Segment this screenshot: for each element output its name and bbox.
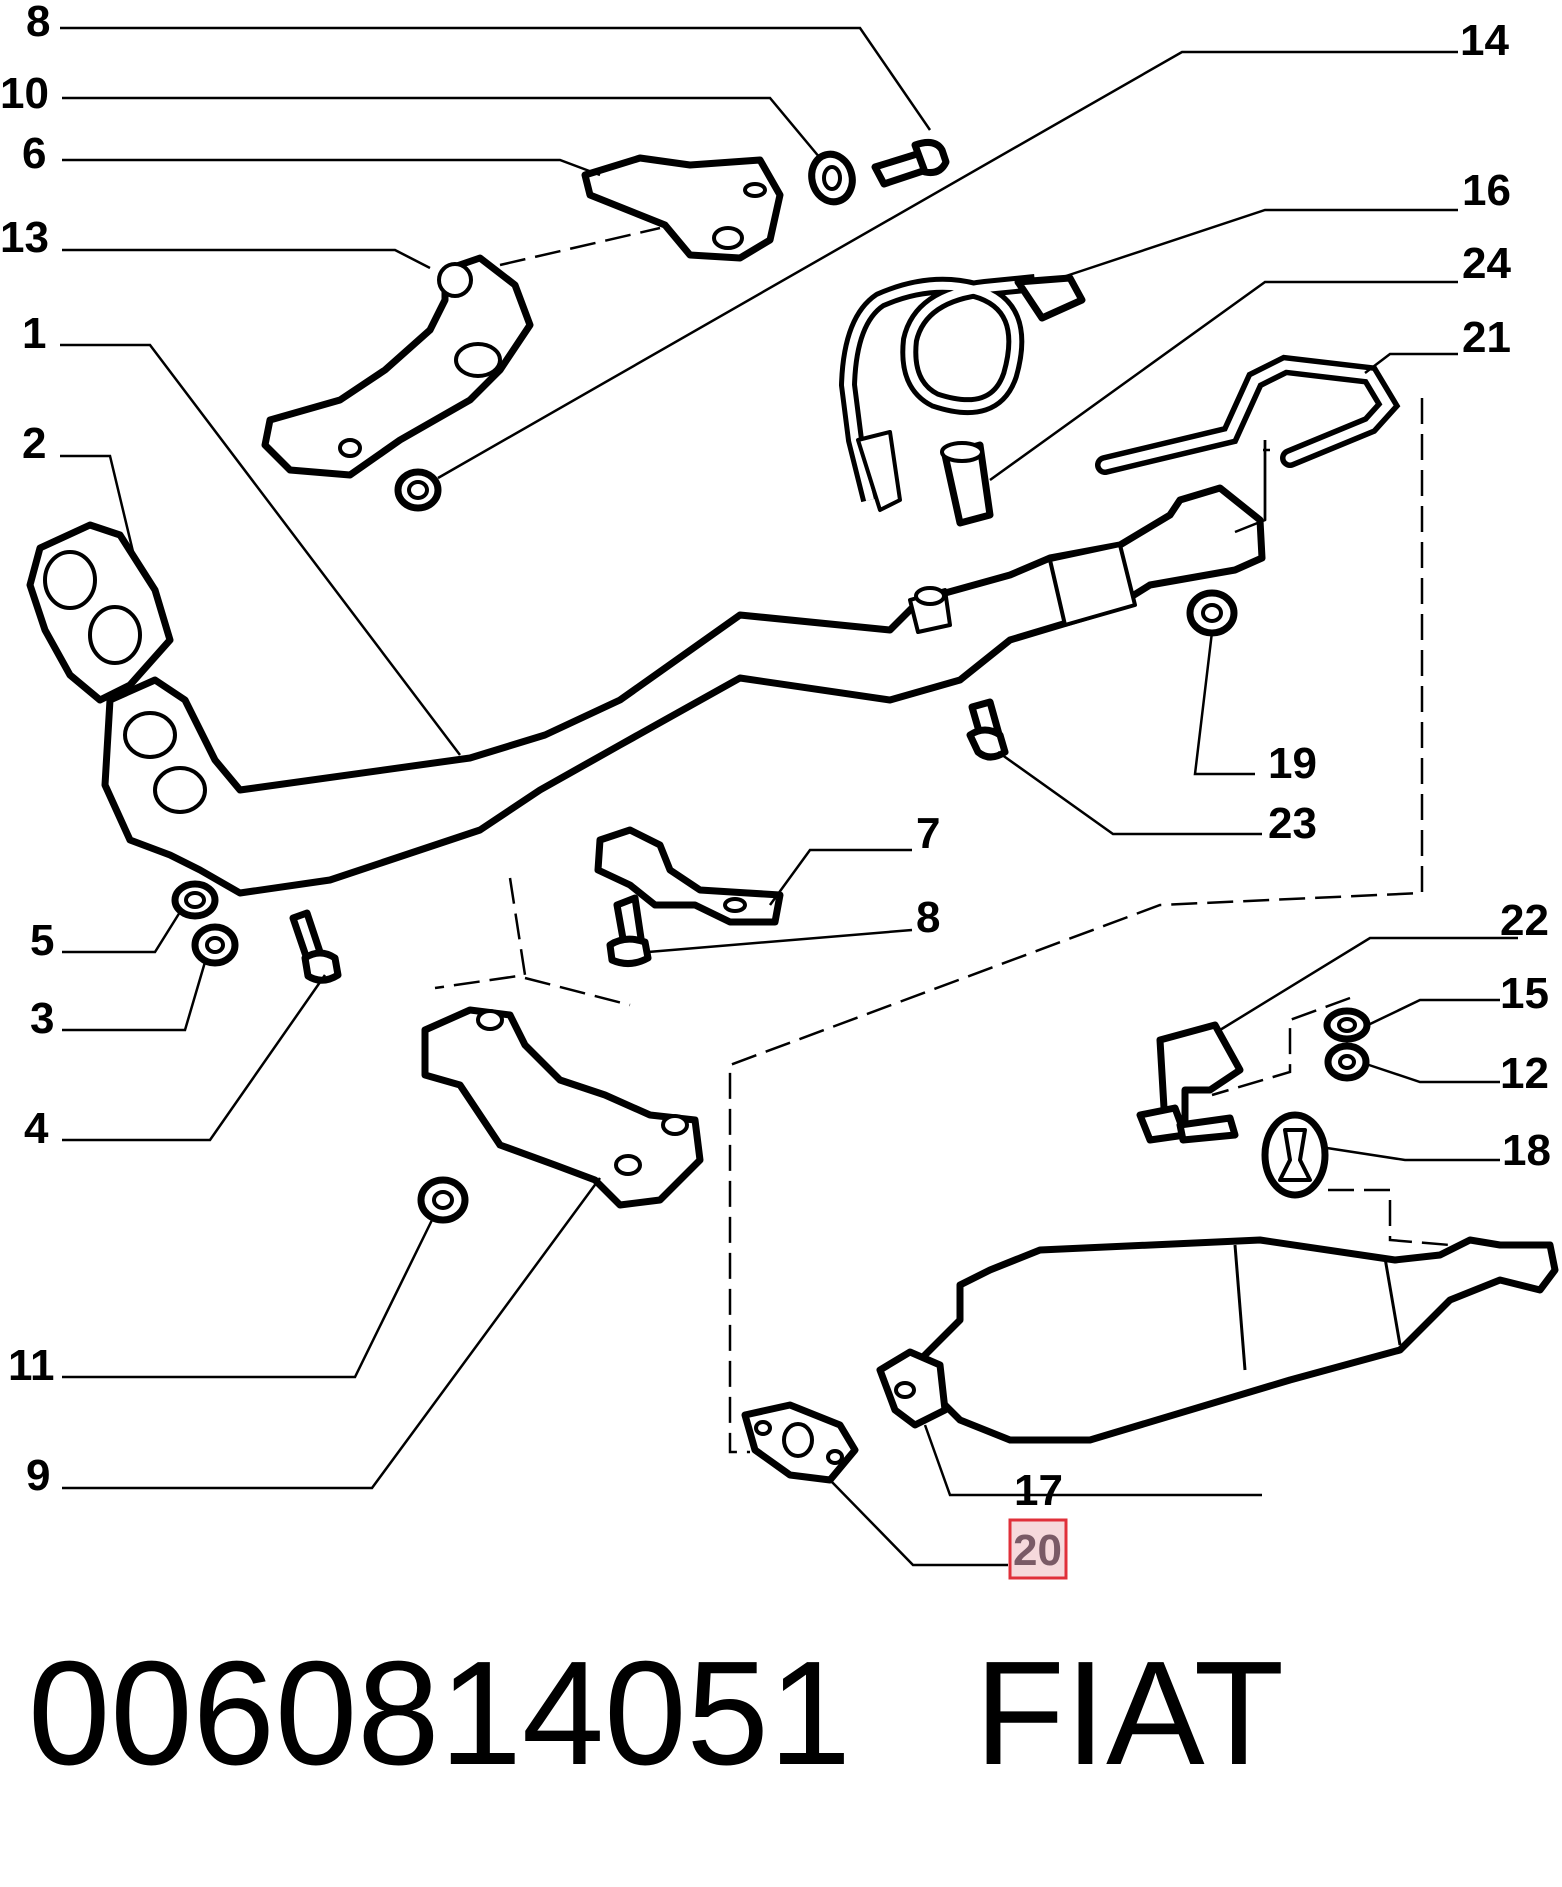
part-number-caption: 0060814051 FIAT <box>28 1640 1284 1788</box>
callout-15: 15 <box>1500 969 1549 1018</box>
callout-12: 12 <box>1500 1049 1549 1098</box>
hanger-bracket-13 <box>261 254 534 479</box>
callout-5: 5 <box>30 916 54 965</box>
callout-19: 19 <box>1268 739 1317 788</box>
stud-23 <box>966 698 1009 761</box>
leader-lines <box>60 26 1518 1567</box>
washer-15 <box>1323 1007 1371 1043</box>
washer-5 <box>171 880 219 920</box>
callout-1: 1 <box>22 309 46 358</box>
callout-8-top: 8 <box>26 0 50 46</box>
ring-14 <box>394 468 442 512</box>
callout-13: 13 <box>0 213 49 262</box>
dashed-guides <box>434 226 1451 1454</box>
nut-12 <box>1324 1042 1370 1082</box>
callout-22: 22 <box>1500 896 1549 945</box>
callout-24: 24 <box>1462 239 1511 288</box>
hanger-22 <box>1136 1021 1244 1144</box>
callout-17: 17 <box>1014 1466 1063 1515</box>
callout-20: 20 <box>1013 1526 1062 1575</box>
nut-11 <box>417 1176 469 1224</box>
nut-3 <box>191 923 239 967</box>
callout-10: 10 <box>0 69 49 118</box>
callout-14: 14 <box>1460 16 1509 65</box>
part-number: 0060814051 <box>28 1631 852 1796</box>
lambda-sensor-16 <box>838 274 1086 512</box>
support-bracket-9 <box>421 1006 704 1209</box>
callout-16: 16 <box>1462 166 1511 215</box>
callout-4: 4 <box>24 1104 49 1153</box>
tube-21 <box>1095 354 1401 475</box>
callout-11: 11 <box>8 1341 55 1390</box>
callout-3: 3 <box>30 994 54 1043</box>
callout-7: 7 <box>916 809 940 858</box>
bolt-8-top <box>871 138 950 188</box>
washer-10 <box>808 150 856 206</box>
callout-8-mid: 8 <box>916 893 940 942</box>
callout-2: 2 <box>22 419 46 468</box>
catalytic-converter-17 <box>876 1236 1559 1444</box>
callout-21: 21 <box>1462 313 1511 362</box>
callout-23: 23 <box>1268 799 1317 848</box>
bracket-6 <box>581 154 784 262</box>
callout-9: 9 <box>26 1451 50 1500</box>
nut-19 <box>1186 589 1238 637</box>
callout-6: 6 <box>22 129 46 178</box>
rubber-mount-18 <box>1261 1111 1329 1199</box>
sleeve-24 <box>940 441 994 527</box>
stud-bolt-4 <box>289 909 342 984</box>
bolt-8-mid <box>606 894 652 967</box>
callout-18: 18 <box>1502 1126 1551 1175</box>
front-pipe-1 <box>101 484 1266 897</box>
highlight-box-20 <box>1008 1518 1068 1580</box>
callout-numbers: 8 10 6 13 1 2 14 16 24 21 19 23 7 8 5 3 … <box>0 0 1551 1575</box>
gasket-2 <box>26 521 174 704</box>
gasket-20 <box>741 1401 859 1484</box>
clamp-7 <box>594 826 784 926</box>
brand-name: FIAT <box>974 1631 1285 1796</box>
